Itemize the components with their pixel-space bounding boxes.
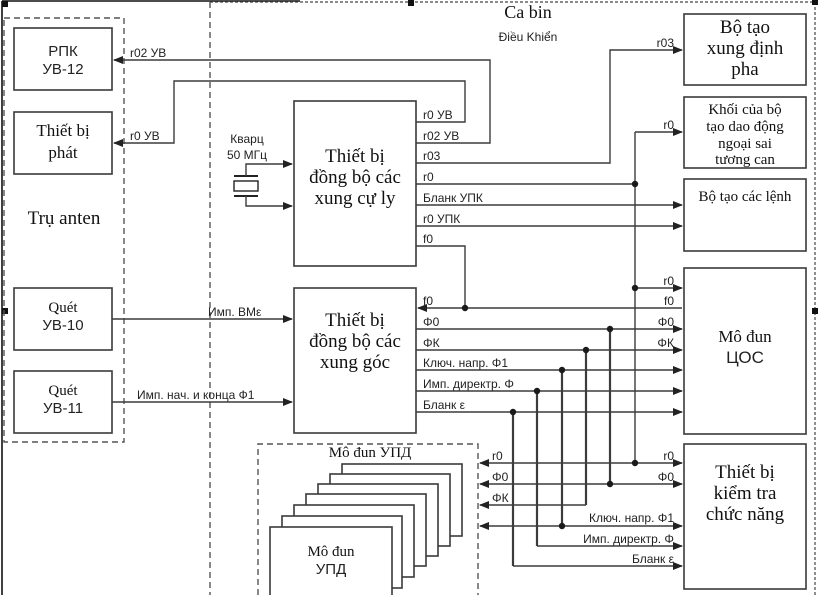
label-test-key-dir: Ключ. напр. Φ1 — [589, 511, 674, 525]
label-angle-f0: f0 — [423, 294, 433, 308]
svg-text:xung cự ly: xung cự ly — [314, 188, 396, 209]
antenna-title: Trụ anten — [28, 208, 101, 229]
label-blank-upk: Бланк УПК — [423, 191, 483, 205]
label-range-f0: f0 — [423, 232, 433, 246]
label-tsos-phik: ΦК — [657, 336, 674, 350]
svg-text:Khối của bộ: Khối của bộ — [708, 102, 781, 118]
crystal-oscillator: Кварц 50 МГц — [227, 132, 293, 210]
svg-text:đồng bộ các: đồng bộ các — [309, 331, 401, 352]
label-angle-phik: ΦК — [423, 336, 440, 350]
svg-text:phát: phát — [48, 143, 78, 162]
svg-text:50 МГц: 50 МГц — [227, 148, 267, 162]
svg-text:Quét: Quét — [48, 383, 78, 399]
label-tsos-f0: f0 — [664, 294, 674, 308]
label-tsos-phi0: Φ0 — [658, 315, 675, 329]
coherent-oscillator-block: Khối của bộ tạo dao động ngoại sai tương… — [683, 96, 807, 169]
rpk-block: РПК УВ-12 — [13, 27, 113, 91]
svg-text:chức năng: chức năng — [706, 504, 785, 525]
svg-text:Thiết bị: Thiết bị — [715, 462, 775, 483]
upd-region — [257, 443, 479, 595]
label-imp-bme: Имп. ВМε — [208, 305, 262, 319]
svg-text:Кварц: Кварц — [230, 132, 264, 146]
label-phase-in-r03: r03 — [657, 36, 675, 50]
label-range-r0: r0 — [423, 170, 434, 184]
upd-module-label: Mô đun — [307, 544, 355, 560]
svg-text:xung góc: xung góc — [320, 352, 390, 373]
svg-text:pha: pha — [731, 59, 759, 80]
svg-text:УВ-11: УВ-11 — [43, 400, 83, 417]
label-range-r02-uv: r02 УВ — [423, 129, 459, 143]
upd-module-stack: Mô đun УПД — [269, 463, 463, 595]
antenna-region — [3, 17, 125, 443]
phase-pulse-generator-block: Bộ tạo xung định pha — [683, 13, 807, 86]
label-test-imp-dir: Имп. директр. Φ — [583, 532, 674, 546]
label-upd-phi0: Φ0 — [492, 470, 509, 484]
scan-uv10-block: Quét УВ-10 — [13, 287, 113, 351]
angle-sync-block: Thiết bị đồng bộ các xung góc — [293, 287, 417, 434]
scan-uv11-block: Quét УВ-11 — [13, 370, 113, 434]
label-r0-upk: r0 УПК — [423, 212, 460, 226]
svg-text:Bộ tạo: Bộ tạo — [720, 17, 770, 38]
label-coherent-in-r0: r0 — [663, 118, 674, 132]
command-generator-block: Bộ tạo các lệnh — [683, 178, 807, 252]
svg-text:УВ-10: УВ-10 — [42, 317, 83, 334]
transmitter-block: Thiết bị phát — [13, 111, 113, 175]
svg-text:ngoại sai: ngoại sai — [718, 136, 772, 152]
label-r0-uv-left: r0 УВ — [130, 129, 160, 143]
svg-text:РПК: РПК — [48, 43, 78, 60]
svg-text:Thiết bị: Thiết bị — [325, 146, 385, 167]
svg-text:xung định: xung định — [707, 38, 784, 59]
svg-text:kiểm tra: kiểm tra — [714, 483, 777, 504]
svg-text:Bộ tạo các lệnh: Bộ tạo các lệnh — [699, 189, 792, 205]
label-angle-key-dir: Ключ. напр. Φ1 — [423, 356, 508, 370]
svg-text:đồng bộ các: đồng bộ các — [309, 167, 401, 188]
label-angle-imp-dir: Имп. директр. Φ — [423, 377, 514, 391]
svg-text:Thiết bị: Thiết bị — [36, 121, 90, 140]
svg-text:УПД: УПД — [316, 561, 346, 578]
svg-text:tương can: tương can — [715, 152, 775, 168]
function-test-block: Thiết bị kiểm tra chức năng — [683, 443, 807, 590]
svg-text:tạo dao động: tạo dao động — [706, 119, 784, 135]
label-range-r03: r03 — [423, 149, 441, 163]
svg-text:Thiết bị: Thiết bị — [325, 310, 385, 331]
range-sync-block: Thiết bị đồng bộ các xung cự ly — [293, 100, 417, 267]
cabin-subtitle: Điều Khiển — [499, 30, 558, 44]
svg-text:ЦОС: ЦОС — [726, 348, 764, 367]
junction-dots — [461, 180, 639, 530]
label-r02-uv-left: r02 УВ — [130, 46, 166, 60]
bottom-bus-wires — [479, 459, 683, 570]
label-range-r0-uv: r0 УВ — [423, 108, 453, 122]
svg-text:Quét: Quét — [48, 300, 78, 316]
label-tsos-r0: r0 — [663, 274, 674, 288]
label-upd-r0: r0 — [492, 449, 503, 463]
angle-sync-wires — [416, 284, 683, 566]
tsos-module-block: Mô đun ЦОС — [683, 267, 807, 435]
cabin-title: Ca bin — [504, 2, 552, 22]
label-upd-phik: ΦК — [492, 491, 509, 505]
label-test-r0: r0 — [663, 449, 674, 463]
label-imp-start-end: Имп. нач. и конца Ф1 — [137, 388, 255, 402]
upd-group-title: Mô đun УПД — [329, 445, 412, 461]
svg-text:УВ-12: УВ-12 — [42, 61, 83, 78]
label-angle-blank-e: Бланк ε — [423, 398, 466, 412]
label-angle-phi0: Φ0 — [423, 315, 440, 329]
label-test-blank-e: Бланк ε — [632, 552, 675, 566]
svg-text:Mô đun: Mô đun — [718, 327, 772, 346]
label-test-phi0: Φ0 — [658, 470, 675, 484]
